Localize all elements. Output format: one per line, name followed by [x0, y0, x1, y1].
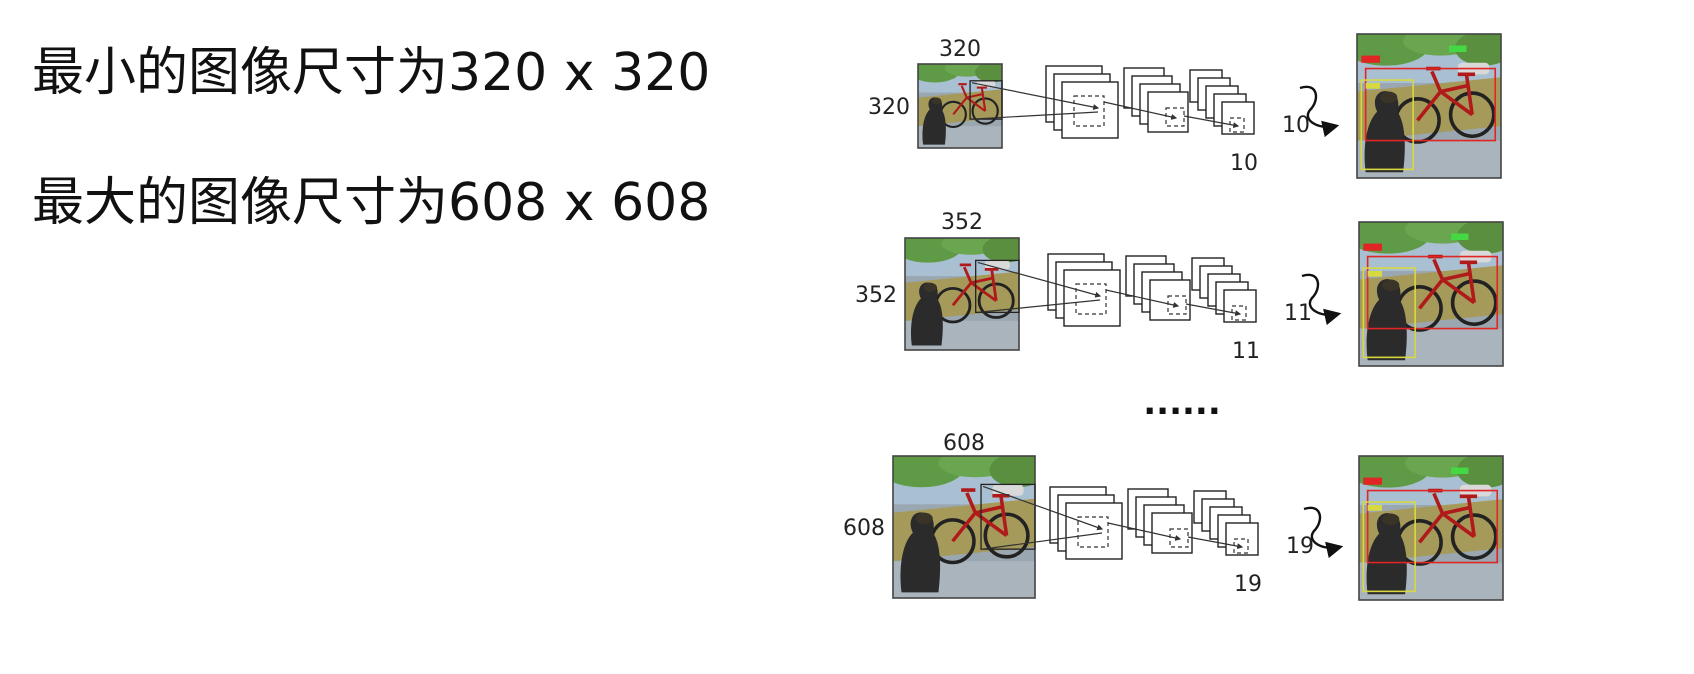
feature-map-stack-2 — [1123, 67, 1189, 133]
input-width-label: 320 — [939, 37, 981, 62]
detection-output-image — [1359, 456, 1503, 600]
bicycle-bounding-box — [1364, 67, 1497, 142]
feature-map-stack-3 — [1189, 69, 1255, 135]
dog-bounding-box — [1362, 501, 1416, 593]
bicycle-bounding-box — [1366, 255, 1499, 330]
dog-class-tag — [1365, 82, 1381, 89]
input-height-label: 320 — [868, 95, 910, 120]
feature-map-stack-1 — [1047, 253, 1121, 327]
input-width-label: 352 — [941, 210, 983, 235]
input-width-label: 608 — [943, 431, 985, 456]
detection-output-image — [1359, 222, 1503, 366]
car-class-tag — [1451, 467, 1469, 474]
output-arrow — [1301, 273, 1342, 326]
grid-height-label: 10 — [1230, 151, 1258, 176]
network-row-2: 352 352 11 11 — [855, 210, 1504, 367]
grid-width-label: 11 — [1284, 301, 1312, 326]
feature-map-stack-1 — [1049, 486, 1123, 560]
ellipsis: ...... — [1143, 383, 1221, 423]
bicycle-class-tag — [1361, 55, 1381, 63]
min-size-heading: 最小的图像尺寸为320 x 320 — [32, 43, 711, 103]
input-image — [905, 238, 1019, 350]
input-height-label: 352 — [855, 283, 897, 308]
output-arrow — [1299, 85, 1340, 138]
receptive-window — [975, 259, 1020, 314]
bicycle-class-tag — [1363, 477, 1383, 485]
grid-width-label: 19 — [1286, 534, 1314, 559]
grid-width-label: 10 — [1282, 113, 1310, 138]
output-arrow — [1303, 506, 1344, 559]
network-row-1: 320 320 10 10 — [868, 33, 1502, 179]
input-image — [918, 64, 1002, 148]
receptive-window — [969, 80, 1003, 120]
car-class-tag — [1449, 45, 1467, 52]
feature-map-stack-2 — [1125, 255, 1191, 321]
feature-map-stack-1 — [1045, 65, 1119, 139]
bicycle-bounding-box — [1366, 489, 1499, 564]
dog-bounding-box — [1360, 79, 1414, 171]
dog-bounding-box — [1362, 267, 1416, 359]
feature-map-stack-2 — [1127, 488, 1193, 554]
detection-output-image — [1357, 34, 1501, 178]
car-class-tag — [1451, 233, 1469, 240]
grid-height-label: 11 — [1232, 339, 1260, 364]
input-height-label: 608 — [843, 516, 885, 541]
dog-class-tag — [1367, 270, 1383, 277]
feature-map-stack-3 — [1191, 257, 1257, 323]
grid-height-label: 19 — [1234, 572, 1262, 597]
input-image — [893, 456, 1035, 598]
receptive-window — [980, 483, 1036, 550]
network-row-3: 608 608 19 19 — [843, 431, 1504, 601]
bicycle-class-tag — [1363, 243, 1383, 251]
feature-map-stack-3 — [1193, 490, 1259, 556]
max-size-heading: 最大的图像尺寸为608 x 608 — [32, 173, 711, 233]
dog-class-tag — [1367, 504, 1383, 511]
